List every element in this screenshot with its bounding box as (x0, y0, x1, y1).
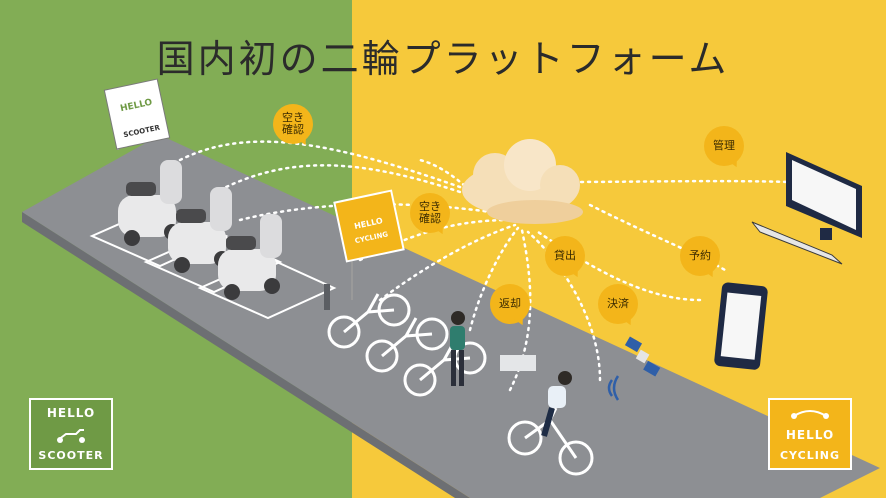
bubble-text: 予約 (689, 249, 711, 262)
cloud-icon (462, 139, 583, 224)
cycling-sign (333, 189, 405, 300)
bubble-payment: 決済 (598, 284, 638, 324)
bubble-rental: 貸出 (545, 236, 585, 276)
scooter-logo-icon (57, 428, 85, 443)
logo-scooter-line2: SCOOTER (38, 449, 104, 462)
bubble-text: 返却 (499, 297, 521, 310)
bubble-management: 管理 (704, 126, 744, 166)
hello-cycling-logo: HELLO CYCLING (768, 398, 852, 470)
bubble-text: 空き確認 (282, 111, 304, 136)
wifi-signal-icon (607, 375, 620, 401)
logo-cycling-line1: HELLO (785, 427, 835, 442)
logo-scooter-line1: HELLO (46, 406, 96, 420)
cycling-logo-icon (791, 410, 829, 419)
bubble-text: 管理 (713, 139, 735, 152)
bubble-return: 返却 (490, 284, 530, 324)
desktop-computer-icon (751, 152, 862, 265)
scooter-sign (103, 78, 171, 150)
hello-scooter-logo: HELLO SCOOTER (29, 398, 113, 470)
road-edge (22, 212, 470, 498)
person-standing (450, 311, 465, 386)
bubble-reservation: 予約 (680, 236, 720, 276)
bubble-availability-check-scooter: 空き確認 (273, 104, 313, 144)
page-title: 国内初の二輪プラットフォーム (156, 37, 730, 81)
scooter-1 (118, 160, 182, 246)
satellite-icon (624, 336, 661, 377)
cyclist (507, 371, 594, 476)
bubble-text: 貸出 (554, 249, 576, 262)
scooter-3 (218, 214, 282, 300)
smartphone-icon (714, 282, 768, 370)
bubble-text: 決済 (607, 297, 629, 310)
scooter-2 (168, 187, 232, 273)
logo-cycling-line2: CYCLING (779, 449, 841, 462)
road (22, 135, 880, 498)
station-terminal (324, 284, 330, 310)
docking-bay (500, 355, 536, 371)
bubble-text: 空き確認 (419, 200, 441, 225)
bubble-availability-check-bike: 空き確認 (410, 193, 450, 233)
